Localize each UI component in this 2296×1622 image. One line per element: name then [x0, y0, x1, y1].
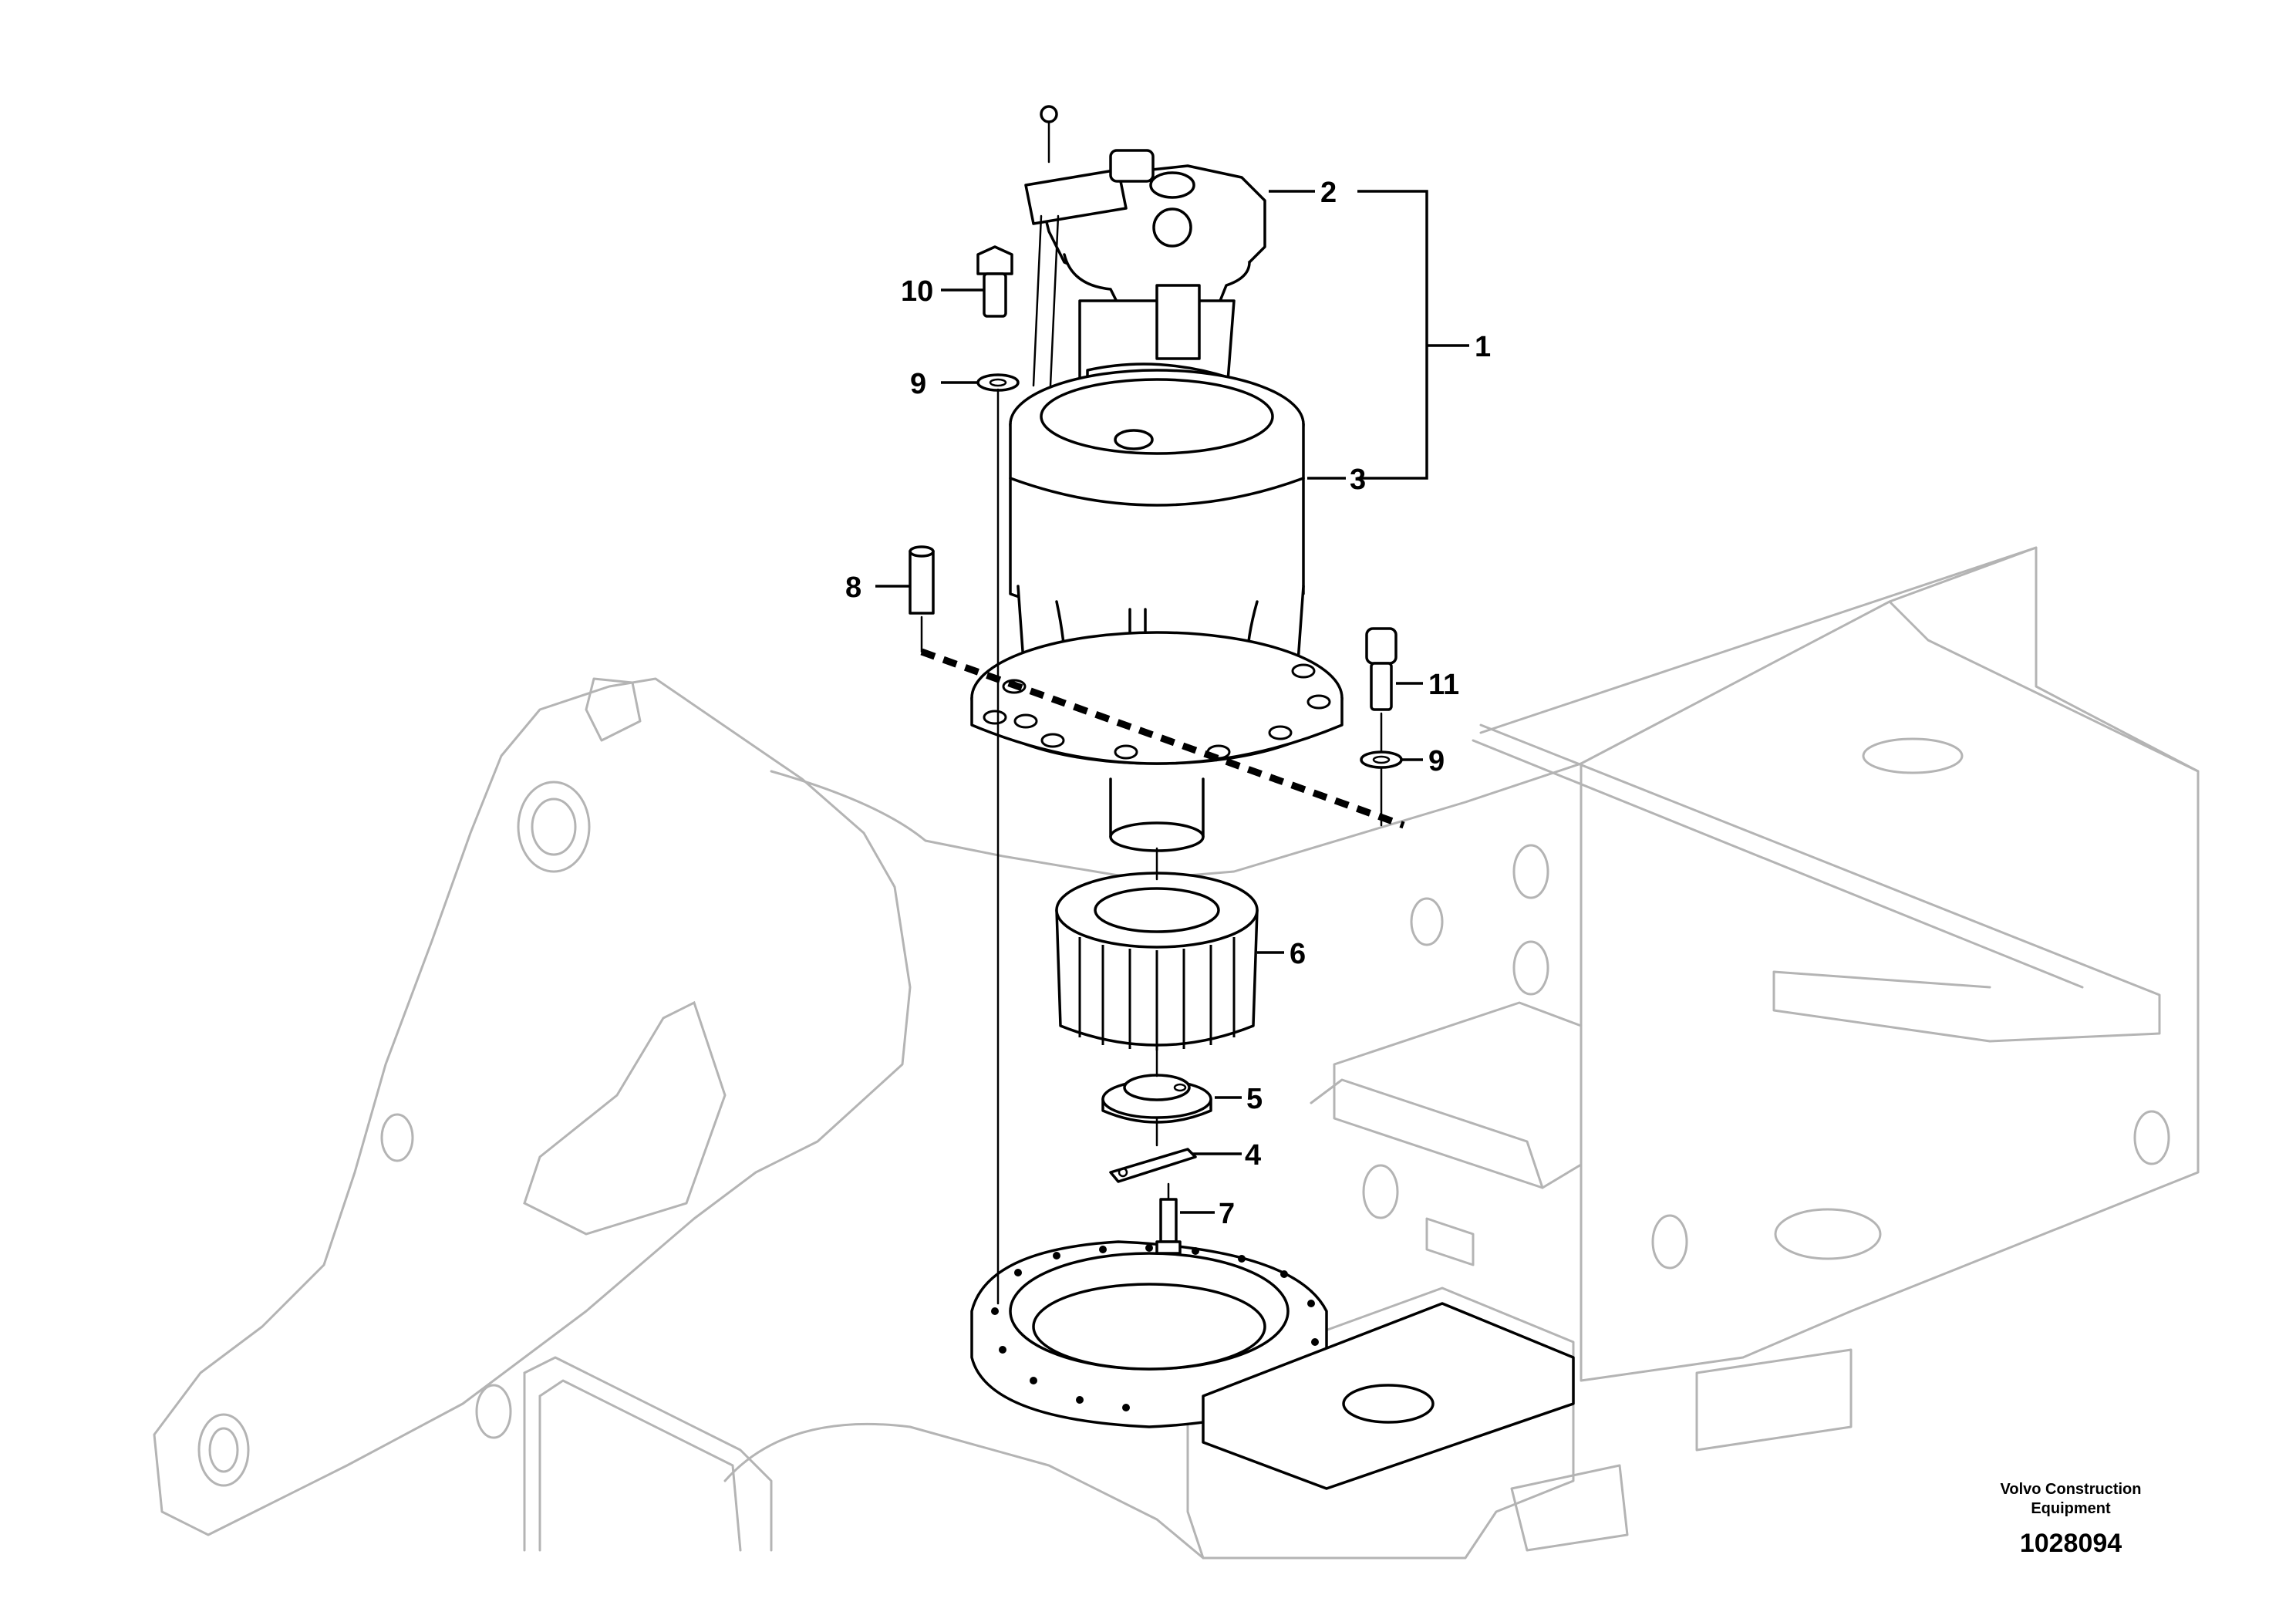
callout-4: 4 [1245, 1139, 1261, 1172]
callout-10: 10 [901, 275, 933, 308]
slewing-ring-flange [970, 1240, 1575, 1490]
maker-name-line1: Volvo Construction [2001, 1481, 2142, 1498]
socket-head-bolt [1365, 627, 1397, 711]
washer-right [1360, 750, 1403, 769]
callout-8: 8 [845, 572, 861, 604]
pinion-gear [1055, 872, 1259, 1050]
callout-3: 3 [1350, 464, 1366, 496]
machine-frame [153, 546, 2200, 1560]
maker-name-line2: Equipment [2031, 1500, 2111, 1517]
lock-plate [1109, 1148, 1197, 1183]
callout-9-right: 9 [1428, 745, 1445, 777]
callout-7: 7 [1219, 1198, 1235, 1230]
callout-2: 2 [1320, 177, 1337, 209]
callout-9-top: 9 [910, 368, 926, 400]
hex-bolt [976, 245, 1013, 318]
swing-motor-assembly [970, 105, 1344, 852]
callout-6: 6 [1290, 938, 1306, 970]
retainer-plate [1101, 1074, 1212, 1124]
callout-labels: 1 2 3 4 5 6 7 8 9 9 10 11 [845, 177, 1491, 1230]
callout-leaders [875, 190, 1469, 1214]
drawing-number: 1028094 [2020, 1529, 2122, 1558]
dowel-pin [909, 545, 935, 615]
callout-11: 11 [1428, 669, 1459, 701]
callout-1: 1 [1475, 331, 1491, 363]
washer-top [976, 373, 1020, 392]
title-block: Volvo Construction Equipment 1028094 [2001, 1481, 2142, 1558]
callout-5: 5 [1246, 1083, 1263, 1115]
assembly-lines [920, 388, 1405, 1305]
slewing-motor-bolt [1155, 1198, 1182, 1255]
